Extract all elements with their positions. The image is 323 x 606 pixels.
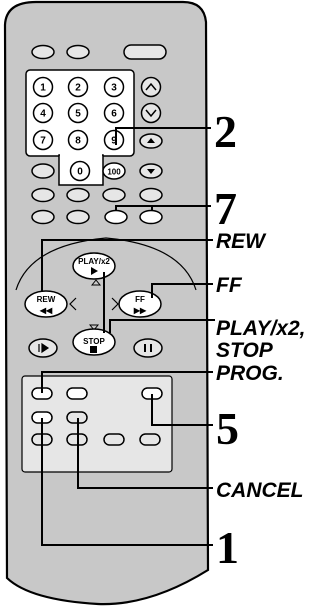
callout-cancel: CANCEL <box>216 479 304 502</box>
number-key-label: 4 <box>40 109 46 120</box>
oval-button-highlighted[interactable] <box>139 209 163 225</box>
number-key-3[interactable] <box>103 76 125 98</box>
triangle-down-icon <box>147 169 155 174</box>
number-key-label: 3 <box>111 83 117 94</box>
callout-7: 7 <box>214 183 237 234</box>
channel-up-button[interactable] <box>140 76 162 98</box>
callout-stop: STOP <box>216 339 274 362</box>
oval-button-highlighted[interactable] <box>104 209 128 225</box>
pause-icon <box>144 344 152 352</box>
oval-button[interactable] <box>66 209 90 225</box>
leader-ff <box>151 283 213 298</box>
callout-ff: FF <box>216 274 243 297</box>
number-key-label: 0 <box>77 167 83 178</box>
number-key-label: 8 <box>75 136 81 147</box>
number-key-label: 7 <box>40 136 46 147</box>
rew-button[interactable] <box>24 290 68 318</box>
fast-forward-icon: ▶▶ <box>133 306 147 315</box>
callout-rew: REW <box>216 230 267 253</box>
number-key-label: 1 <box>40 83 46 94</box>
leader-prog <box>41 371 213 393</box>
slow-icon <box>38 342 50 354</box>
channel-down-button[interactable] <box>140 102 162 124</box>
play-key-label: PLAY/x2 <box>78 257 110 266</box>
key-100[interactable] <box>102 162 126 180</box>
callout-2: 2 <box>214 106 237 157</box>
play-icon <box>91 267 98 275</box>
leader-7 <box>115 205 211 211</box>
callout-1: 1 <box>216 522 239 573</box>
display-button[interactable] <box>31 163 55 179</box>
callout-prog: PROG. <box>216 362 284 385</box>
top-buttons <box>31 44 167 60</box>
ff-key-label: FF <box>135 295 145 304</box>
number-key-4[interactable] <box>32 102 54 124</box>
stop-icon <box>90 346 97 353</box>
oval-button[interactable] <box>31 209 55 225</box>
number-key-5[interactable] <box>67 102 89 124</box>
number-keys: 1 2 3 4 5 6 7 8 9 0 100 <box>32 76 126 182</box>
number-key-7[interactable] <box>32 129 54 151</box>
right-indicator-icon <box>111 297 119 311</box>
number-key-2[interactable] <box>67 76 89 98</box>
left-indicator-icon <box>69 297 77 311</box>
rewind-icon: ◀◀ <box>39 306 53 315</box>
key-100-label: 100 <box>107 168 121 177</box>
number-key-label: 9 <box>111 136 117 147</box>
leader-rew <box>41 239 213 292</box>
stop-button[interactable] <box>72 328 116 356</box>
down-indicator-icon <box>88 324 100 331</box>
oval-buttons-row1 <box>31 187 163 203</box>
oval-button[interactable] <box>139 187 163 203</box>
triangle-up-icon <box>147 138 155 143</box>
panel-button[interactable] <box>66 387 88 400</box>
number-key-1[interactable] <box>32 76 54 98</box>
up-indicator-icon <box>90 279 102 286</box>
number-key-label: 6 <box>111 109 117 120</box>
oval-button[interactable] <box>102 187 126 203</box>
rew-key-label: REW <box>37 295 56 304</box>
number-key-label: 5 <box>75 109 81 120</box>
ff-button[interactable] <box>118 290 162 318</box>
down-arrow-icon <box>145 109 157 118</box>
top-left-button[interactable] <box>31 44 55 60</box>
callout-5: 5 <box>216 403 239 454</box>
number-key-8[interactable] <box>67 129 89 151</box>
up-arrow-icon <box>145 82 157 91</box>
number-key-9[interactable] <box>103 129 125 151</box>
panel-button[interactable] <box>139 433 161 446</box>
leader-1 <box>41 418 213 546</box>
leader-5 <box>151 394 213 426</box>
leader-play-stop <box>103 272 215 333</box>
leader-lines <box>41 127 215 546</box>
oval-button[interactable] <box>66 187 90 203</box>
leader-2 <box>115 127 211 145</box>
number-key-6[interactable] <box>103 102 125 124</box>
leader-cancel <box>77 418 213 489</box>
oval-buttons-row2 <box>31 209 163 225</box>
transport-arc <box>15 237 197 291</box>
side-keys <box>139 76 163 179</box>
number-key-0[interactable] <box>69 160 91 182</box>
power-button[interactable] <box>123 44 167 60</box>
number-key-label: 2 <box>75 83 81 94</box>
pause-button[interactable] <box>133 338 163 358</box>
stop-key-label: STOP <box>83 337 105 346</box>
callout-play-x2: PLAY/x2, <box>216 317 305 340</box>
panel-button[interactable] <box>103 433 125 446</box>
top-middle-button[interactable] <box>66 44 90 60</box>
oval-button[interactable] <box>31 187 55 203</box>
